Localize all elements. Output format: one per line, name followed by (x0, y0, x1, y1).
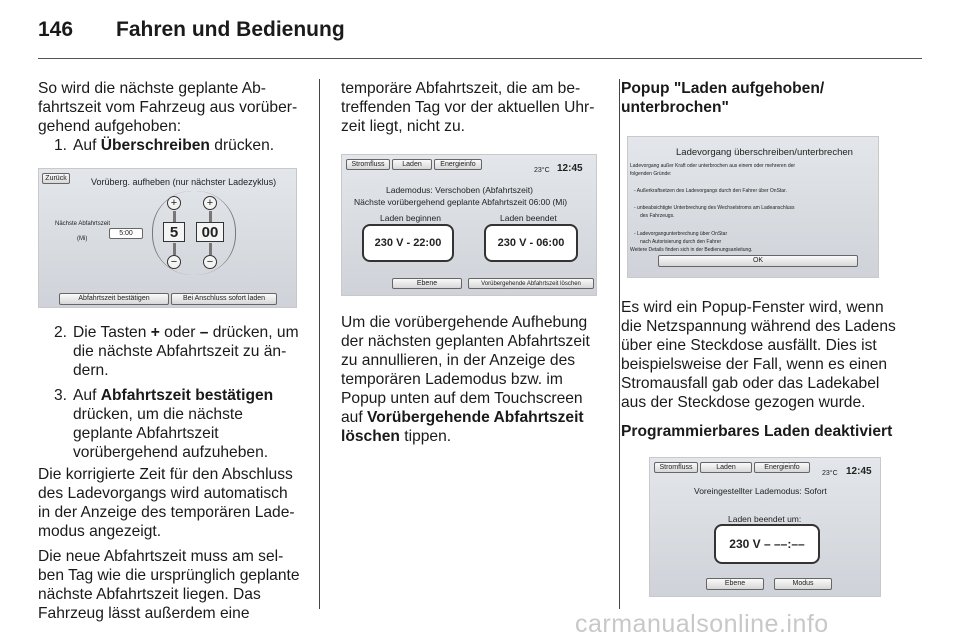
column-divider (319, 79, 320, 609)
charge-end-label: Laden beendet um: (728, 514, 802, 524)
tab-energy-info[interactable]: Energieinfo (434, 159, 482, 170)
time-frame (152, 191, 236, 275)
column-1: So wird die nächste geplante Ab­fahrtsze… (38, 79, 304, 623)
mode-button[interactable]: Modus (774, 578, 832, 590)
step-keyword: Überschreiben (100, 137, 210, 154)
page-title: Fahren und Bedienung (116, 18, 345, 41)
popup-bullet: - Außerkraftsetzen des Ladevorgangs durc… (634, 188, 787, 194)
charge-mode-text: Voreingestellter Lademodus: Sofort (694, 486, 827, 496)
paragraph: Die neue Abfahrtszeit muss am sel­ben Ta… (38, 548, 300, 622)
popup-bullet: - unbeabsichtigte Unterbrechung des Wech… (634, 205, 795, 211)
step-number: 3. (53, 387, 67, 404)
step-2: 2. Die Tasten + oder – drücken, um die n… (38, 323, 304, 380)
popup-text: Ladevorgang außer Kraft oder unterbroche… (630, 163, 796, 169)
popup-charge-interrupted: Ladevorgang überschreiben/unterbrechen L… (627, 136, 879, 278)
step-text: drücken, um die nächste Abfahrtszeit zu … (73, 324, 299, 379)
section-heading: Programmierbares Laden deaktiviert (621, 423, 893, 440)
step-text: drücken, um die nächste geplante Abfahrt… (73, 406, 269, 461)
column-2: temporäre Abfahrtszeit, die am be­treffe… (341, 79, 603, 446)
step-text: Die Tasten (73, 324, 151, 341)
clock: 12:45 (557, 163, 583, 174)
level-button[interactable]: Ebene (392, 278, 462, 289)
charge-immediately-button[interactable]: Bei Anschluss sofort laden (171, 293, 277, 305)
popup-bullet: nach Autorisierung durch den Fahrer (640, 239, 722, 245)
step-text: oder (159, 324, 200, 341)
watermark: carmanualsonline.info (575, 610, 829, 638)
step-text: Auf (73, 387, 101, 404)
ok-button[interactable]: OK (658, 255, 858, 267)
header-rule (38, 58, 922, 59)
screen-title: Vorüberg. aufheben (nur nächster Ladezyk… (91, 177, 277, 187)
page-number: 146 (38, 18, 74, 41)
charge-end-value: 230 V – ––:–– (714, 524, 820, 564)
step-keyword: – (199, 324, 209, 341)
page-header: 146 Fahren und Bedienung (38, 18, 345, 42)
clock: 12:45 (846, 466, 872, 477)
step-number: 2. (53, 324, 67, 341)
weekday-label: (Mi) (77, 236, 88, 242)
popup-text: folgenden Gründe: (630, 171, 672, 177)
step-text: drücken. (209, 137, 275, 154)
popup-title: Ladevorgang überschreiben/unterbrechen (676, 147, 853, 158)
tab-energy-info[interactable]: Energieinfo (754, 462, 810, 473)
screen-preset-charge-mode: Stromfluss Laden Energieinfo 23°C 12:45 … (649, 457, 881, 597)
section-heading: Popup "Laden aufgehoben/ unterbrochen" (621, 80, 825, 116)
next-departure-text: Nächste vorübergehend geplante Abfahrtsz… (354, 197, 568, 207)
charge-end-value: 230 V - 06:00 (484, 224, 578, 262)
departure-label: Nächste Abfahrtszeit (55, 221, 111, 227)
step-1: 1. Auf Überschreiben drücken. (38, 136, 304, 155)
step-text: Auf (73, 137, 101, 154)
charge-end-label: Laden beendet (500, 213, 557, 223)
paragraph: Es wird ein Popup-Fenster wird, wenn die… (621, 299, 896, 411)
step-3: 3. Auf Abfahrtszeit bestätigen drücken, … (38, 386, 304, 462)
intro-paragraph: So wird die nächste geplante Ab­fahrtsze… (38, 80, 298, 135)
departure-field: 5:00 (109, 228, 143, 239)
temperature: 23°C (822, 470, 838, 477)
step-keyword: + (150, 324, 160, 341)
tab-power-flow[interactable]: Stromfluss (346, 159, 390, 170)
popup-bullet: des Fahrzeugs. (640, 213, 675, 219)
confirm-departure-button[interactable]: Abfahrtszeit bestätigen (59, 293, 169, 305)
tab-charging[interactable]: Laden (392, 159, 432, 170)
popup-bullet: - Ladevorgangunterbrechung über OnStar (634, 231, 728, 237)
popup-footer: Weitere Details finden sich in der Bedie… (630, 247, 753, 253)
delete-temporary-departure-button[interactable]: Vorübergehende Abfahrtszeit löschen (468, 278, 594, 289)
step-keyword: Abfahrtszeit bestätigen (100, 387, 274, 404)
column-divider (619, 79, 620, 609)
paragraph: Um die vorübergehende Aufhebung der näch… (341, 313, 603, 446)
screen-temporary-mode: Stromfluss Laden Energieinfo 23°C 12:45 … (341, 154, 597, 296)
temperature: 23°C (534, 167, 550, 174)
charge-start-value: 230 V - 22:00 (362, 224, 454, 262)
tab-power-flow[interactable]: Stromfluss (654, 462, 698, 473)
charge-start-label: Laden beginnen (380, 213, 441, 223)
paragraph: Die korrigierte Zeit für den Abschluss d… (38, 466, 295, 540)
paragraph-keyword: Vorübergehende Abfahrtszeit löschen (341, 409, 584, 445)
column-3: Popup "Laden aufgehoben/ unterbrochen" L… (621, 79, 903, 597)
paragraph-text: Um die vorübergehende Aufhebung der näch… (341, 314, 590, 426)
paragraph-text: tippen. (399, 428, 452, 445)
charge-mode-text: Lademodus: Verschoben (Abfahrtszeit) (386, 185, 533, 195)
tab-charging[interactable]: Laden (700, 462, 752, 473)
paragraph: temporäre Abfahrtszeit, die am be­treffe… (341, 80, 595, 135)
step-number: 1. (53, 137, 67, 154)
back-button[interactable]: Zurück (42, 173, 70, 184)
level-button[interactable]: Ebene (706, 578, 764, 590)
screen-override-departure: Zurück Vorüberg. aufheben (nur nächster … (38, 168, 297, 308)
